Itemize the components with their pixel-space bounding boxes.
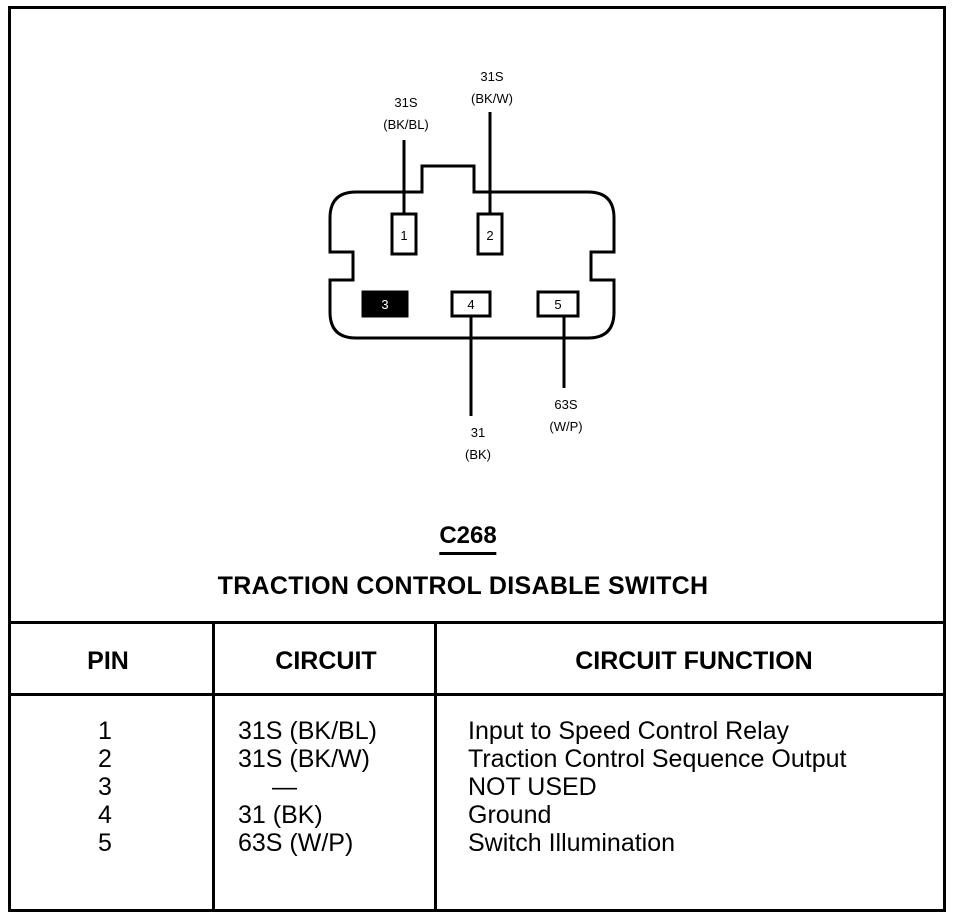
table-cell-circuit: 31S (BK/W) (238, 745, 370, 773)
circuit-column: 31S (BK/BL) 31S (BK/W) — 31 (BK) 63S (W/… (238, 717, 377, 857)
function-column: Input to Speed Control Relay Traction Co… (468, 717, 846, 857)
wire-label-pin-5: 63S (W/P) (549, 394, 582, 438)
table-divider (212, 621, 215, 912)
table-cell-circuit: 31 (BK) (238, 801, 323, 829)
table-cell-function: Traction Control Sequence Output (468, 745, 847, 773)
wire-label-pin-1: 31S (BK/BL) (383, 92, 429, 136)
wire-circuit: 31S (394, 95, 418, 110)
wire-circuit: 31 (470, 425, 486, 440)
cavity-3-number: 3 (381, 297, 388, 312)
table-header-rule (8, 693, 946, 696)
wire-circuit: 31S (480, 69, 504, 84)
cavity-5-number: 5 (554, 297, 561, 312)
pin-table: PIN CIRCUIT CIRCUIT FUNCTION 1 2 3 4 5 3… (8, 621, 946, 912)
wire-label-pin-2: 31S (BK/W) (471, 66, 513, 110)
table-cell-function: Input to Speed Control Relay (468, 717, 790, 745)
header-pin: PIN (87, 647, 129, 675)
table-cell-pin: 1 (98, 717, 112, 745)
table-cell-function: Switch Illumination (468, 829, 676, 857)
cavity-1-number: 1 (400, 228, 407, 243)
connector-drawing: 1 2 3 4 5 (328, 112, 616, 416)
table-cell-pin: 4 (98, 801, 112, 829)
table-cell-function: Ground (468, 801, 552, 829)
table-cell-pin: 3 (98, 773, 112, 801)
wire-circuit: 63S (554, 397, 578, 412)
table-cell-pin: 5 (98, 829, 112, 857)
cavity-3 (361, 290, 409, 318)
table-cell-function: NOT USED (468, 773, 597, 801)
wire-label-pin-4: 31 (BK) (465, 422, 491, 466)
connector-id: C268 (439, 522, 497, 555)
cavity-2-number: 2 (486, 228, 493, 243)
cavity-4 (450, 290, 492, 318)
header-circuit-function: CIRCUIT FUNCTION (575, 647, 813, 675)
wire-color: (W/P) (549, 419, 583, 434)
diagram-frame (8, 6, 946, 912)
table-divider (434, 621, 437, 912)
pin-column: 1 2 3 4 5 (85, 717, 125, 857)
table-cell-pin: 2 (98, 745, 112, 773)
header-circuit: CIRCUIT (275, 647, 377, 675)
table-top-rule (8, 621, 946, 624)
wire-color: (BK/W) (471, 91, 513, 106)
connector-housing (328, 164, 616, 340)
table-cell-circuit: 31S (BK/BL) (238, 717, 377, 745)
cavity-2 (476, 212, 504, 256)
table-cell-circuit: 63S (W/P) (238, 829, 354, 857)
connector-name: TRACTION CONTROL DISABLE SWITCH (217, 572, 709, 600)
cavity-5 (536, 290, 580, 318)
table-cell-circuit: — (272, 773, 297, 801)
cavity-4-number: 4 (467, 297, 474, 312)
wire-color: (BK/BL) (383, 117, 429, 132)
wire-color: (BK) (465, 447, 491, 462)
